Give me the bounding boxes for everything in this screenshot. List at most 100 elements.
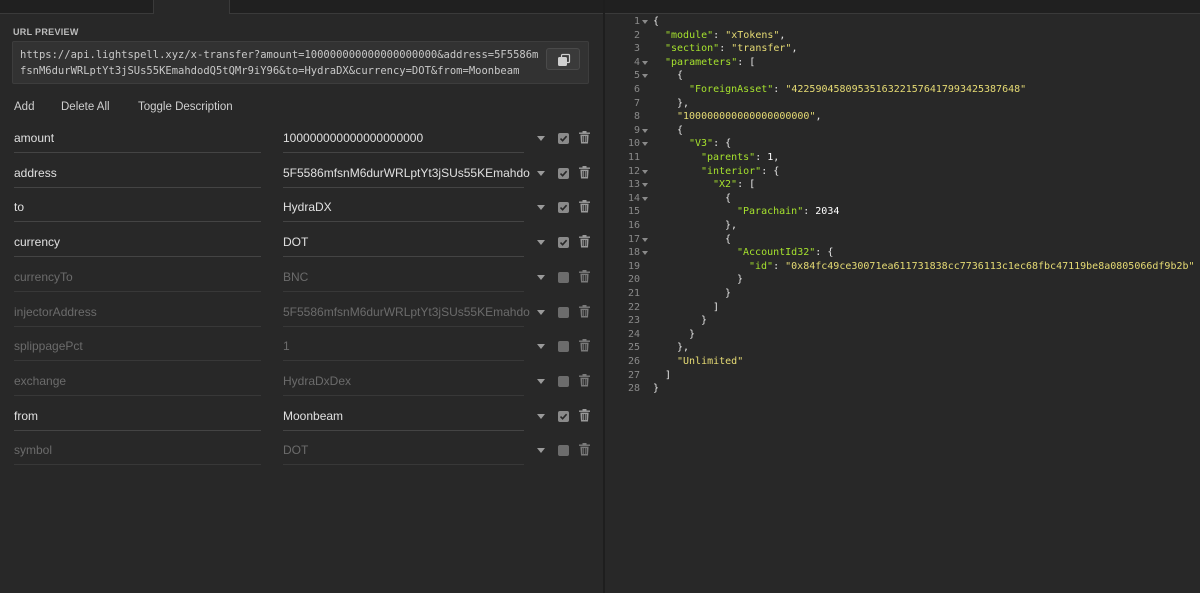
- line-number: 21: [627, 288, 640, 299]
- tab-left-3[interactable]: [229, 0, 349, 13]
- line-number: 4: [633, 56, 640, 68]
- param-enabled-checkbox[interactable]: [558, 375, 569, 387]
- param-value-input[interactable]: DOT: [283, 235, 524, 258]
- param-name-input[interactable]: currencyTo: [14, 270, 261, 292]
- param-enabled-checkbox[interactable]: [558, 167, 569, 179]
- fold-toggle-icon[interactable]: [642, 196, 648, 201]
- code-line: 12"interior": {: [605, 165, 1200, 179]
- param-enabled-checkbox[interactable]: [558, 271, 569, 283]
- chevron-down-icon[interactable]: [537, 240, 545, 246]
- code-text: ]: [713, 301, 719, 315]
- code-line: 9{: [605, 124, 1200, 138]
- delete-param-button[interactable]: [579, 373, 590, 392]
- chevron-down-icon[interactable]: [537, 413, 545, 419]
- param-name-input[interactable]: amount: [14, 131, 261, 153]
- chevron-down-icon[interactable]: [537, 205, 545, 211]
- param-enabled-checkbox[interactable]: [558, 410, 569, 422]
- param-value-input[interactable]: DOT: [283, 443, 524, 466]
- param-row: currencyTo BNC: [0, 260, 603, 295]
- param-value-input[interactable]: 5F5586mfsnM6durWRLptYt3jSUs55KEmahdo: [283, 166, 530, 188]
- fold-toggle-icon[interactable]: [642, 20, 648, 24]
- fold-toggle-icon[interactable]: [642, 74, 648, 79]
- line-number: 23: [627, 315, 640, 327]
- code-line: 4"parameters": [: [605, 56, 1200, 70]
- code-text: },: [725, 219, 737, 233]
- code-line: 2"module": "xTokens",: [605, 29, 1200, 43]
- json-string: "42259045809535163221576417993425387648": [785, 84, 1027, 95]
- tab-right-1[interactable]: [605, 0, 700, 13]
- json-punctuation: {: [677, 124, 684, 136]
- param-enabled-checkbox[interactable]: [558, 202, 569, 214]
- param-value-input[interactable]: BNC: [283, 270, 524, 292]
- param-enabled-checkbox[interactable]: [558, 445, 569, 457]
- copy-url-button[interactable]: [546, 48, 580, 70]
- tab-query[interactable]: [153, 0, 230, 14]
- code-line: 10"V3": {: [605, 137, 1200, 151]
- fold-toggle-icon[interactable]: [642, 169, 648, 174]
- delete-param-button[interactable]: [579, 269, 590, 288]
- param-value-input[interactable]: HydraDxDex: [283, 374, 524, 396]
- param-enabled-checkbox[interactable]: [558, 306, 569, 318]
- request-tab-strip: [0, 0, 603, 14]
- param-enabled-checkbox[interactable]: [558, 237, 569, 249]
- param-name-input[interactable]: from: [14, 409, 261, 431]
- fold-toggle-icon[interactable]: [642, 142, 648, 147]
- delete-param-button[interactable]: [579, 339, 590, 357]
- param-name-input[interactable]: address: [14, 166, 261, 188]
- json-string: "Unlimited": [677, 356, 744, 367]
- param-value-input[interactable]: 1: [283, 339, 524, 362]
- delete-param-button[interactable]: [579, 200, 590, 218]
- param-value-input[interactable]: 100000000000000000000: [283, 131, 524, 153]
- delete-param-button[interactable]: [579, 408, 590, 427]
- json-punctuation: }: [737, 274, 744, 286]
- fold-toggle-icon[interactable]: [642, 60, 648, 65]
- chevron-down-icon[interactable]: [537, 378, 545, 384]
- json-punctuation: :: [773, 84, 786, 95]
- tab-right-2[interactable]: [700, 0, 870, 13]
- tab-left-1[interactable]: [0, 0, 153, 13]
- param-name-input[interactable]: splippagePct: [14, 339, 261, 362]
- param-name-input[interactable]: symbol: [14, 443, 261, 466]
- param-enabled-checkbox[interactable]: [558, 341, 569, 353]
- delete-param-button[interactable]: [579, 304, 590, 323]
- fold-toggle-icon[interactable]: [642, 128, 648, 133]
- panel-divider[interactable]: [603, 0, 605, 593]
- code-line: 16},: [605, 219, 1200, 233]
- fold-toggle-icon[interactable]: [642, 251, 648, 256]
- json-string: "transfer": [731, 43, 792, 55]
- chevron-down-icon[interactable]: [537, 136, 545, 141]
- trash-icon: [579, 443, 590, 456]
- param-value-input[interactable]: 5F5586mfsnM6durWRLptYt3jSUs55KEmahdo: [283, 305, 530, 327]
- chevron-down-icon[interactable]: [537, 274, 545, 280]
- delete-param-button[interactable]: [579, 443, 590, 461]
- delete-param-button[interactable]: [579, 131, 590, 149]
- code-text: {: [677, 69, 683, 83]
- delete-param-button[interactable]: [579, 165, 590, 184]
- delete-param-button[interactable]: [579, 235, 590, 253]
- fold-toggle-icon[interactable]: [642, 237, 648, 242]
- param-name-input[interactable]: currency: [14, 235, 261, 258]
- code-text: }: [701, 314, 707, 328]
- toggle-description-button[interactable]: Toggle Description: [138, 101, 233, 113]
- code-line: 3"section": "transfer",: [605, 42, 1200, 56]
- fold-toggle-icon[interactable]: [642, 183, 648, 188]
- param-name-input[interactable]: injectorAddress: [14, 305, 261, 327]
- check-icon: [559, 413, 568, 420]
- url-preview-text[interactable]: https://api.lightspell.xyz/x-transfer?am…: [20, 49, 539, 77]
- param-value-input[interactable]: Moonbeam: [283, 409, 524, 431]
- param-name-input[interactable]: to: [14, 200, 261, 223]
- param-name-input[interactable]: exchange: [14, 374, 261, 396]
- chevron-down-icon[interactable]: [537, 344, 545, 350]
- chevron-down-icon[interactable]: [537, 170, 545, 176]
- add-param-button[interactable]: Add: [14, 101, 35, 113]
- json-key: "V3": [689, 138, 714, 150]
- tab-right-3[interactable]: [870, 0, 955, 13]
- chevron-down-icon[interactable]: [537, 448, 545, 454]
- code-line: 7},: [605, 97, 1200, 111]
- param-enabled-checkbox[interactable]: [558, 133, 569, 144]
- delete-all-button[interactable]: Delete All: [61, 101, 110, 113]
- code-line: 19"id": "0x84fc49ce30071ea611731838cc773…: [605, 260, 1200, 274]
- param-value-input[interactable]: HydraDX: [283, 200, 524, 223]
- chevron-down-icon[interactable]: [537, 309, 545, 315]
- line-number: 20: [627, 274, 640, 286]
